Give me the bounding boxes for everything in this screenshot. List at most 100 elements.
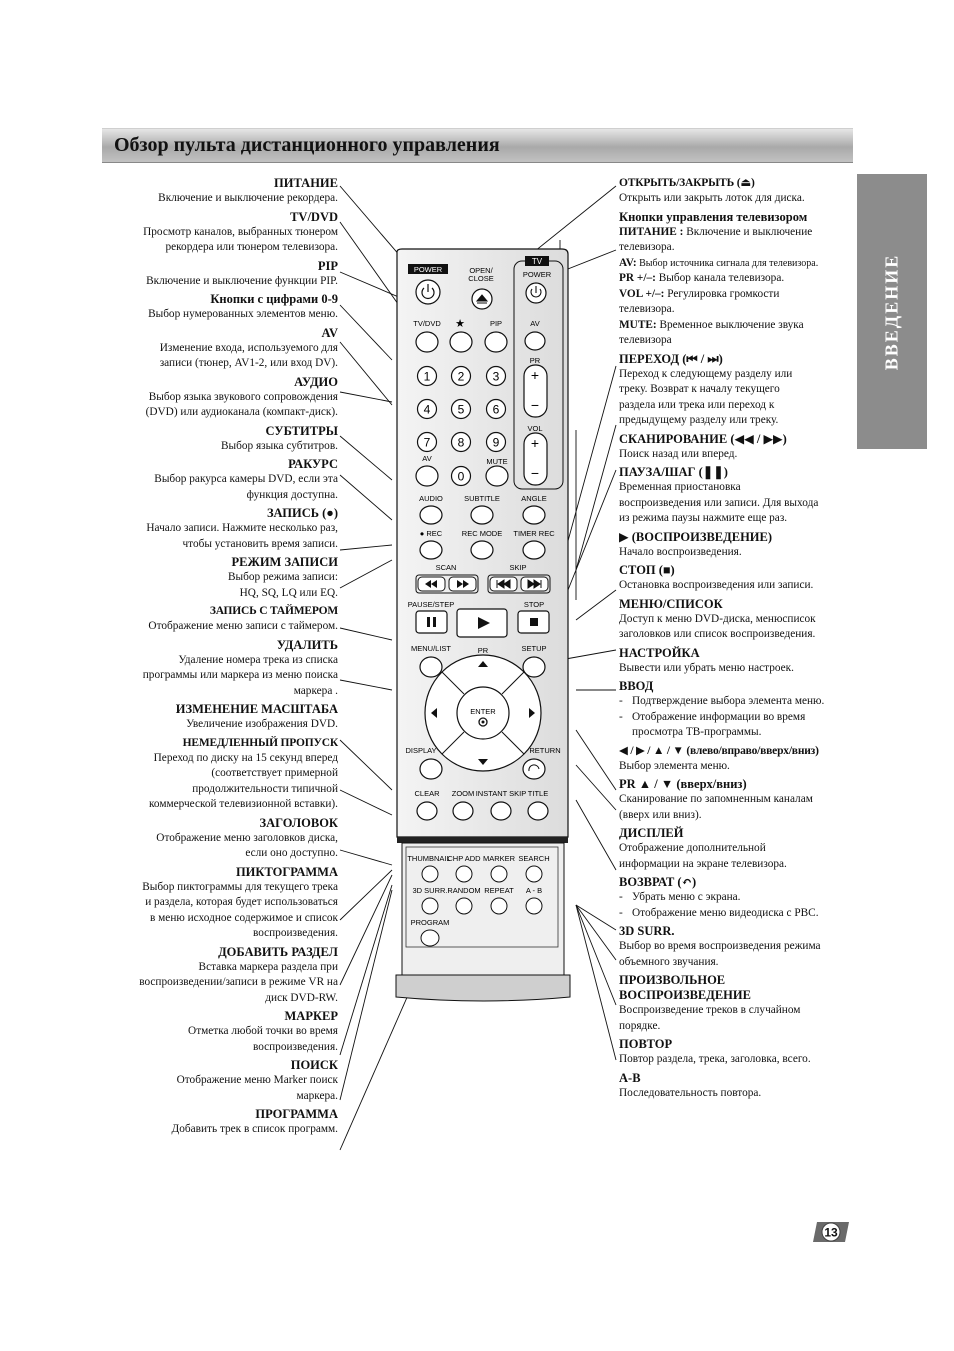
left-desc-line: Отметка любой точки во время	[188, 1025, 338, 1037]
digit-label: 0	[458, 470, 465, 484]
av-button[interactable]	[415, 465, 439, 487]
tv-vol-rocker[interactable]	[523, 432, 548, 486]
mute-label: MUTE	[486, 457, 507, 466]
repeat-button[interactable]	[490, 897, 508, 915]
zoom-label: ZOOM	[452, 789, 475, 798]
setup-label: SETUP	[521, 644, 546, 653]
open-close-heading: ОТКРЫТЬ/ЗАКРЫТЬ (⏏)	[619, 177, 755, 189]
setup-button[interactable]	[522, 656, 546, 678]
left-desc-line: Увеличение изображения DVD.	[186, 718, 338, 730]
tv-vol-desc: VOL +/–: Регулировка громкости	[619, 287, 780, 300]
left-desc-line: функция доступна.	[246, 488, 338, 501]
random-button[interactable]	[455, 897, 473, 915]
left-desc-line: HQ, SQ, LQ или EQ.	[239, 586, 338, 599]
tv-av-button[interactable]	[524, 331, 546, 351]
left-desc-line: и раздела, которая будет использоваться	[145, 896, 338, 908]
digit-4-button[interactable]	[416, 398, 438, 420]
digit-3-button[interactable]	[485, 365, 507, 387]
right-heading: ПАУЗА/ШАГ (❚❚)	[619, 465, 728, 479]
menu-list-button[interactable]	[419, 656, 443, 678]
3d-surr-button[interactable]	[421, 897, 439, 915]
pip-button[interactable]	[484, 331, 508, 353]
right-desc-line: заголовков или список воспроизведения.	[619, 628, 816, 640]
chp-add-button[interactable]	[455, 865, 473, 883]
tv-pr-rocker[interactable]	[523, 364, 548, 418]
digit-6-button[interactable]	[485, 398, 507, 420]
pause-step-button[interactable]	[415, 610, 448, 634]
left-desc-line: программы или маркера из меню поиска	[142, 669, 338, 681]
left-heading: ПИТАНИЕ	[274, 176, 338, 190]
right-heading: СТОП (■)	[619, 563, 675, 577]
digit-1-button[interactable]	[416, 365, 438, 387]
left-desc-line: Выбор пиктограммы для текущего трека	[142, 880, 338, 893]
search-button[interactable]	[525, 865, 543, 883]
star-button[interactable]	[449, 331, 473, 353]
digit-8-button[interactable]	[450, 431, 472, 453]
left-desc-line: Отображение меню записи с таймером.	[148, 620, 338, 632]
digit-9-button[interactable]	[485, 431, 507, 453]
section-title-bar: Обзор пульта дистанционного управления	[102, 128, 853, 163]
scan-label: SCAN	[436, 563, 457, 572]
clear-button[interactable]	[416, 801, 438, 821]
right-desc-line: Выбор элемента меню.	[619, 759, 730, 772]
right-heading: 3D SURR.	[619, 924, 675, 938]
tv-power-desc: ПИТАНИЕ : Включение и выключение	[619, 225, 813, 238]
instant-skip-button[interactable]	[490, 801, 512, 821]
audio-button[interactable]	[419, 505, 443, 525]
tv-label: TV	[532, 257, 543, 266]
right-heading: ДИСПЛЕЙ	[619, 826, 684, 840]
left-desc-line: Просмотр каналов, выбранных тюнером	[143, 225, 338, 238]
digit-7-button[interactable]	[416, 431, 438, 453]
right-desc-line: Доступ к меню DVD-диска, менюсписок	[619, 612, 816, 625]
right-desc-line: треку. Возврат к началу текущего	[619, 383, 780, 395]
rec-button[interactable]	[419, 540, 443, 560]
thumbnail-button[interactable]	[421, 865, 439, 883]
timer-rec-button[interactable]	[522, 540, 546, 560]
subtitle-button[interactable]	[470, 505, 494, 525]
left-desc-line: рекордера или тюнером телевизора.	[165, 241, 338, 253]
open-close-button[interactable]	[471, 288, 493, 310]
digit-label: 9	[493, 436, 500, 450]
left-desc-line: воспроизведении/записи в режиме VR на	[139, 976, 338, 988]
random-label: RANDOM	[447, 886, 480, 895]
angle-button[interactable]	[522, 505, 546, 525]
right-desc-line: Остановка воспроизведения или записи.	[619, 579, 814, 591]
return-label: RETURN	[529, 746, 560, 755]
rec-mode-button[interactable]	[470, 540, 494, 560]
marker-button[interactable]	[490, 865, 508, 883]
right-desc-line: Воспроизведение треков в случайном	[619, 1004, 801, 1016]
left-heading: АУДИО	[294, 374, 338, 389]
zoom-button[interactable]	[452, 801, 474, 821]
tvdvd-button[interactable]	[415, 331, 439, 353]
left-desc-line: записи (тюнер, AV1-2, или вход DV).	[159, 357, 338, 369]
left-desc-line: (соответствует примерной	[211, 767, 338, 779]
mute-button[interactable]	[485, 465, 509, 487]
digit-0-button[interactable]	[450, 465, 472, 487]
left-desc-line: Добавить трек в список программ.	[171, 1123, 338, 1135]
right-desc-line: Начало воспроизведения.	[619, 545, 742, 558]
left-desc-line: воспроизведения.	[252, 1040, 338, 1053]
display-label: DISPLAY	[405, 746, 436, 755]
tv-power-button[interactable]	[525, 282, 547, 304]
enter-desc-1: Подтверждение выбора элемента меню.	[619, 694, 855, 710]
title-button[interactable]	[527, 801, 549, 821]
digit-5-button[interactable]	[450, 398, 472, 420]
display-button[interactable]	[419, 758, 443, 780]
left-desc-line: Начало записи. Нажмите несколько раз,	[146, 522, 338, 534]
angle-label: ANGLE	[521, 494, 546, 503]
return-button[interactable]	[522, 758, 546, 780]
digit-2-button[interactable]	[450, 365, 472, 387]
right-desc-line: предыдущему разделу или треку.	[619, 414, 779, 426]
left-desc-line: Изменение входа, используемого для	[159, 341, 338, 354]
3d-surr-label: 3D SURR.	[412, 886, 447, 895]
navigation-pad[interactable]	[424, 654, 542, 772]
program-button[interactable]	[420, 929, 440, 947]
rec-mode-label: REC MODE	[462, 529, 502, 538]
ab-button[interactable]	[525, 897, 543, 915]
power-button[interactable]	[415, 279, 441, 305]
digit-label: 4	[424, 403, 431, 417]
av-label: AV	[422, 454, 431, 463]
right-heading: A-B	[619, 1070, 641, 1085]
left-desc-line: Выбор ракурса камеры DVD, если эта	[154, 473, 338, 485]
left-heading: AV	[321, 325, 338, 340]
